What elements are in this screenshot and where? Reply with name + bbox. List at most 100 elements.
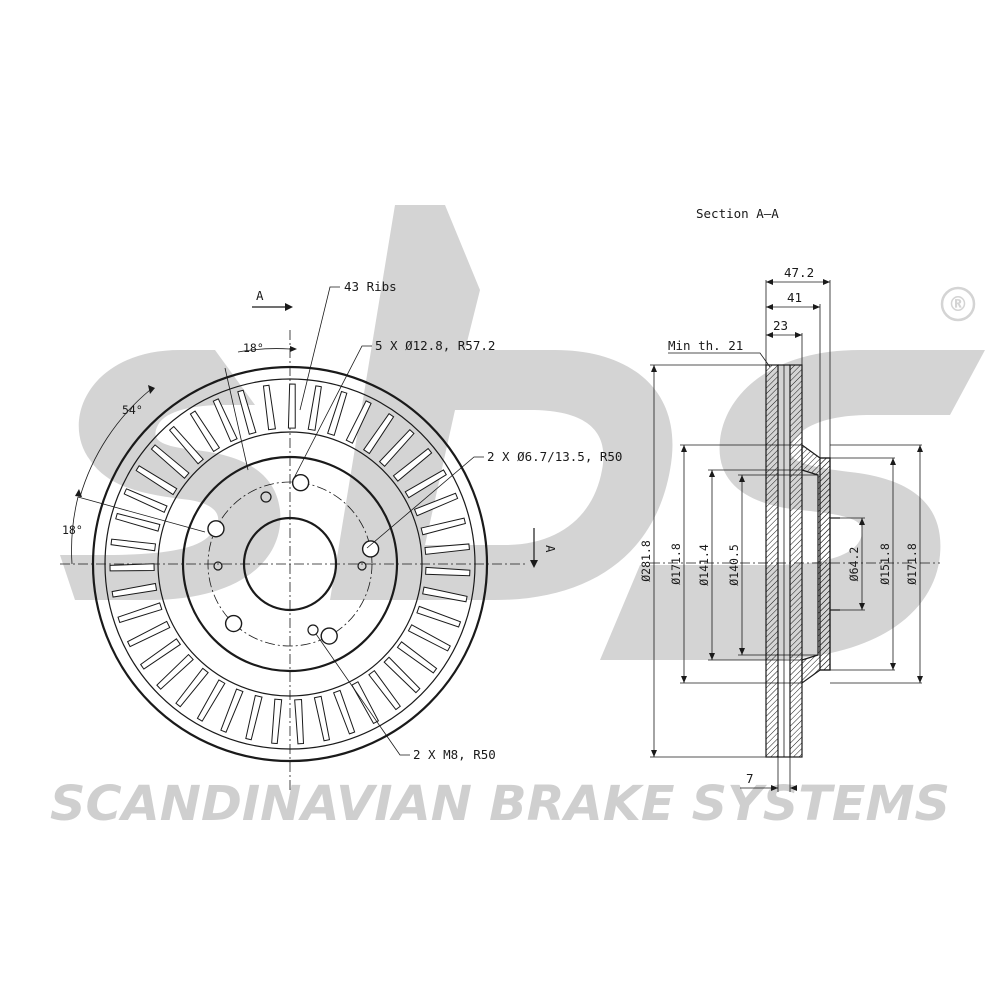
rib bbox=[109, 563, 155, 572]
rib bbox=[425, 566, 471, 577]
threaded-hole-1 bbox=[307, 624, 319, 636]
rib bbox=[396, 641, 438, 674]
rib bbox=[422, 586, 468, 603]
dia-171-8-left: Ø171.8 bbox=[669, 543, 683, 585]
dia-64-2: Ø64.2 bbox=[847, 547, 861, 582]
bolt-hole bbox=[291, 473, 310, 492]
hat-edge bbox=[181, 455, 399, 673]
rib bbox=[126, 620, 171, 648]
angle-ray-left bbox=[77, 496, 206, 533]
dim-41: 41 bbox=[787, 290, 802, 305]
section-view: Section A–A 47.2 41 23 Min th. 21 bbox=[639, 206, 940, 792]
rib bbox=[156, 653, 194, 690]
min-thickness-leader bbox=[668, 352, 771, 368]
friction-plate-inner bbox=[789, 364, 803, 758]
section-marker-top: A bbox=[256, 288, 264, 303]
rib bbox=[220, 688, 244, 733]
min-thickness: Min th. 21 bbox=[668, 338, 743, 353]
dim-7: 7 bbox=[746, 771, 754, 786]
hat-face bbox=[819, 457, 831, 671]
registered-mark-text: ® bbox=[948, 292, 968, 316]
dim-47-2: 47.2 bbox=[784, 265, 814, 280]
locating-holes-callout: 2 X Ø6.7/13.5, R50 bbox=[487, 449, 622, 464]
disc-outer-ring bbox=[104, 378, 476, 750]
rib bbox=[420, 517, 466, 536]
rib bbox=[368, 669, 401, 711]
rib bbox=[307, 385, 322, 431]
small-hole-right bbox=[357, 561, 367, 571]
angle-arc-left-outer bbox=[79, 389, 151, 498]
ribs-leader bbox=[299, 286, 340, 411]
front-view: A A 18° 54° 18° 43 Ribs 5 X Ø12.8, R57.2… bbox=[60, 279, 622, 790]
rib bbox=[424, 543, 470, 555]
dia-140-5: Ø140.5 bbox=[727, 544, 741, 586]
rib bbox=[262, 384, 276, 431]
rib bbox=[327, 390, 348, 437]
rib bbox=[123, 488, 168, 513]
rib bbox=[237, 389, 257, 435]
rib bbox=[332, 689, 356, 735]
rib bbox=[212, 398, 238, 443]
rib bbox=[383, 656, 421, 694]
angle-left-outer-label: 54° bbox=[122, 403, 143, 417]
angle-ray-top bbox=[224, 367, 249, 471]
bolt-hole bbox=[224, 614, 243, 633]
dia-151-8: Ø151.8 bbox=[878, 543, 892, 585]
bolt-holes bbox=[207, 473, 380, 645]
ribs-callout: 43 Ribs bbox=[344, 279, 397, 294]
rib bbox=[313, 695, 331, 742]
angle-left-inner-label: 18° bbox=[62, 523, 83, 537]
rib bbox=[150, 444, 190, 479]
locating-hole-1 bbox=[260, 491, 272, 503]
angle-arc-top bbox=[237, 348, 291, 353]
rib bbox=[168, 425, 204, 465]
small-hole-left bbox=[213, 561, 223, 571]
rib bbox=[363, 413, 395, 455]
rib bbox=[189, 410, 221, 453]
bolt-hole bbox=[207, 520, 225, 538]
angle-top-label: 18° bbox=[243, 341, 264, 355]
rib bbox=[294, 698, 305, 745]
rib bbox=[416, 605, 462, 628]
locating-holes-leader bbox=[366, 456, 484, 549]
section-title: Section A–A bbox=[696, 206, 779, 221]
rib bbox=[175, 667, 209, 708]
rib bbox=[392, 447, 433, 482]
threaded-holes-leader bbox=[315, 633, 410, 756]
threaded-holes-callout: 2 X M8, R50 bbox=[413, 747, 496, 762]
rib bbox=[407, 624, 451, 652]
dim-23: 23 bbox=[773, 318, 788, 333]
cooling-ribs bbox=[109, 383, 471, 745]
dia-141-4: Ø141.4 bbox=[697, 544, 711, 586]
rib bbox=[110, 538, 157, 552]
rib bbox=[111, 582, 158, 598]
bolt-holes-leader bbox=[293, 345, 372, 479]
bolt-hole bbox=[361, 540, 380, 558]
rib bbox=[271, 698, 283, 745]
company-name-watermark: SCANDINAVIAN BRAKE SYSTEMS bbox=[50, 776, 950, 832]
rib bbox=[245, 694, 263, 741]
disc-outer-edge bbox=[91, 365, 489, 763]
rib bbox=[413, 492, 459, 517]
center-bore bbox=[242, 516, 338, 612]
sbs-logo-watermark bbox=[60, 205, 985, 660]
section-arrowhead-right bbox=[530, 560, 538, 568]
friction-plate-outer bbox=[765, 364, 779, 758]
dia-281-8: Ø281.8 bbox=[639, 540, 653, 582]
rib bbox=[345, 400, 372, 444]
bolt-circle bbox=[207, 481, 373, 647]
angle-arc-left-inner bbox=[71, 496, 79, 565]
rib bbox=[351, 681, 380, 725]
registered-mark: ® bbox=[940, 286, 976, 322]
section-marker-right: A bbox=[543, 545, 558, 553]
rib bbox=[139, 638, 182, 670]
rib bbox=[196, 679, 226, 722]
rib bbox=[378, 429, 415, 468]
rib-inner-edge bbox=[157, 431, 423, 697]
section-arrowhead-top bbox=[285, 303, 293, 311]
rib bbox=[135, 465, 178, 496]
rib bbox=[117, 602, 163, 624]
bolt-holes-callout: 5 X Ø12.8, R57.2 bbox=[375, 338, 495, 353]
rib bbox=[115, 512, 161, 532]
